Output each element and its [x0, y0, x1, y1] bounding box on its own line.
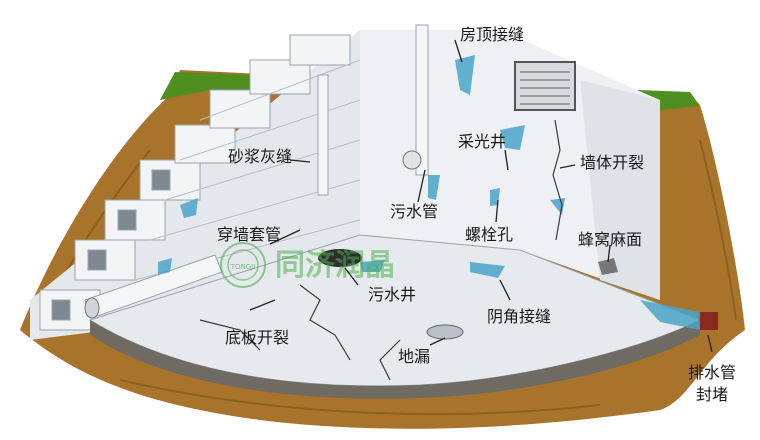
watermark-seal: TONGJI: [220, 242, 266, 288]
gravel-base: [90, 320, 700, 399]
label-bolt-hole: 螺栓孔: [465, 225, 513, 244]
label-wall-crack: 墙体开裂: [580, 153, 644, 172]
pipe-valve: [402, 150, 422, 170]
block-steps: [39, 34, 351, 331]
leak-corner: [470, 262, 505, 278]
vertical-pipe-left: [317, 74, 329, 196]
label-sewage-well: 污水井: [368, 285, 416, 304]
leak-sleeve: [158, 258, 172, 275]
crack-floor-3: [379, 339, 401, 381]
floor-drain: [426, 324, 464, 340]
label-drain-plug-line2: 封堵: [696, 385, 728, 404]
label-roof-seam: 房顶接缝: [460, 25, 524, 44]
leak-sewage-pipe: [428, 175, 440, 200]
leak-roof-seam: [455, 55, 475, 95]
label-floor-drain: 地漏: [398, 347, 430, 366]
honeycomb-patch: [598, 258, 618, 275]
vertical-pipe-right: [415, 24, 429, 176]
sewage-well: [318, 249, 362, 267]
label-wall-sleeve: 穿墙套管: [217, 225, 281, 244]
light-well-window: [514, 61, 576, 111]
label-floor-crack: 底板开裂: [225, 328, 289, 347]
label-mortar-joint: 砂浆灰缝: [228, 147, 292, 166]
crack-wall: [552, 119, 563, 241]
leak-mortar: [180, 198, 198, 218]
label-sewage-pipe: 污水管: [390, 202, 438, 221]
label-drain-plug-line1: 排水管: [688, 363, 736, 382]
label-corner-seam: 阴角接缝: [487, 307, 551, 326]
wall-sleeve-opening: [84, 297, 100, 319]
leak-light-well: [500, 125, 525, 150]
label-light-well: 采光井: [458, 132, 506, 151]
crack-floor-1: [299, 284, 351, 361]
back-wall-shade: [580, 80, 660, 300]
light-well-grill: [520, 71, 570, 105]
label-honeycomb: 蜂窝麻面: [578, 230, 642, 249]
watermark-seal-text: TONGJI: [230, 263, 256, 271]
drain-water: [640, 300, 700, 330]
leader-lines: [249, 39, 713, 353]
leak-sewage-well: [360, 260, 385, 272]
crack-floor-2: [199, 319, 261, 351]
watermark-text: 同济润晶: [275, 248, 395, 283]
drain-plug: [698, 312, 718, 330]
